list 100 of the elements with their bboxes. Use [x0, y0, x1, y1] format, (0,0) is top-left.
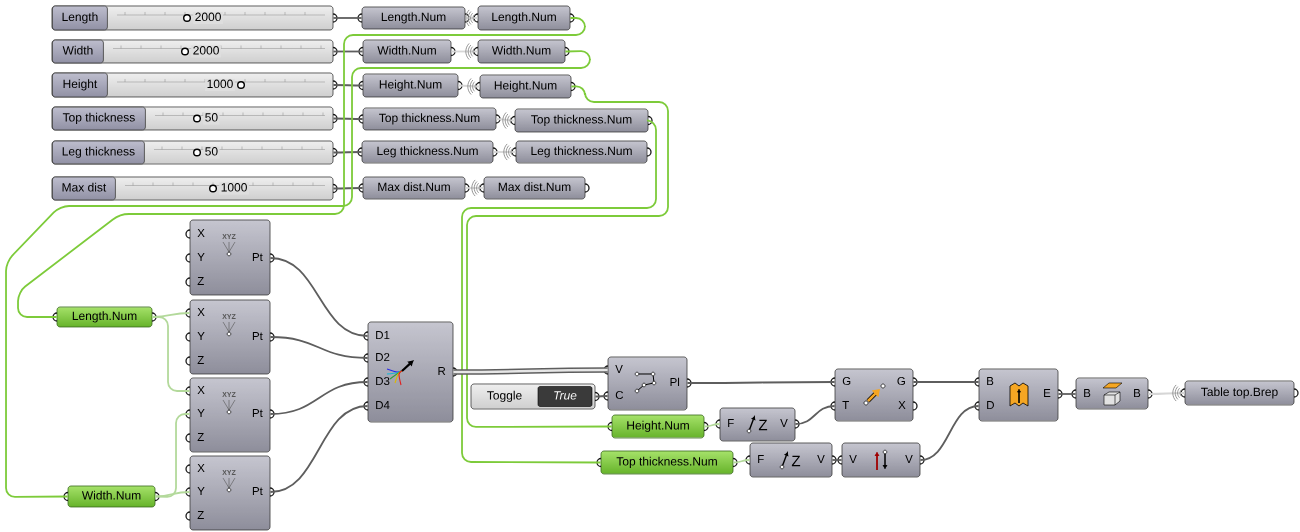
component-box — [974, 368, 1063, 422]
port-label: B — [1134, 389, 1141, 397]
number-slider — [51, 39, 338, 64]
wire — [912, 381, 980, 383]
port-label: V — [615, 365, 623, 373]
port-label: V — [780, 419, 788, 427]
wire — [1147, 392, 1186, 395]
parameter-box: Length.Num — [52, 306, 157, 328]
slider-label: Max dist — [52, 176, 116, 201]
component-box — [185, 219, 275, 296]
component-box — [715, 407, 800, 442]
wire — [831, 459, 843, 461]
wire — [703, 423, 721, 428]
wire — [332, 187, 364, 190]
parameter-box: Top thickness.Num — [510, 108, 653, 133]
wire — [154, 491, 191, 498]
slider-label: Width — [52, 39, 104, 64]
wire — [453, 367, 608, 375]
wire — [269, 381, 369, 415]
component-box — [363, 321, 458, 423]
port-label: D3 — [376, 376, 390, 386]
port-label: G — [842, 376, 851, 386]
component-box — [830, 368, 918, 422]
slider-value: 50 — [203, 146, 220, 159]
port-label: B — [1084, 389, 1091, 397]
wire — [332, 50, 364, 53]
parameter-box: Length.Num — [473, 5, 575, 31]
parameter-box: Width.Num — [473, 39, 570, 64]
wire — [464, 17, 479, 19]
parameter-box: Leg thickness.Num — [357, 140, 498, 164]
number-slider — [51, 140, 338, 165]
parameter-box: Max dist.Num — [479, 176, 590, 200]
icon-letter: Z — [791, 455, 801, 467]
parameter-box: Max dist.Num — [358, 176, 470, 200]
wire — [457, 84, 481, 88]
port-label: Pt — [252, 332, 263, 341]
wire — [461, 119, 657, 464]
port-label: T — [842, 401, 849, 409]
wire — [332, 117, 364, 120]
slider-value: 2000 — [193, 12, 223, 24]
component-box — [745, 442, 837, 478]
port-label: F — [728, 419, 734, 427]
port-label: Z — [197, 356, 204, 364]
slider-label: Length — [52, 5, 108, 31]
component-box — [837, 442, 925, 478]
wire — [495, 118, 516, 122]
slider-label: Top thickness — [52, 106, 146, 131]
icon-letter: Z — [758, 419, 768, 431]
port-label: Z — [197, 511, 204, 519]
slider-value: 2000 — [191, 45, 221, 58]
wire — [450, 50, 479, 53]
port-label: Y — [197, 409, 205, 417]
port-label: V — [817, 455, 825, 463]
port-label: Pt — [252, 409, 263, 418]
port-label: V — [905, 455, 913, 463]
port-label: Z — [197, 277, 204, 285]
component-box — [185, 377, 275, 453]
parameter-box: Top thickness.Num — [596, 450, 738, 475]
slider-value: 1000 — [219, 182, 249, 195]
port-label: Pt — [252, 487, 263, 496]
slider-value: 50 — [203, 112, 220, 125]
component-box — [185, 299, 275, 375]
wire — [794, 405, 836, 425]
number-slider — [51, 5, 338, 31]
wire — [151, 316, 191, 392]
port-label: E — [1044, 389, 1051, 397]
port-label: Z — [197, 433, 204, 441]
parameter-box: Length.Num — [357, 6, 470, 30]
wire — [466, 85, 669, 428]
number-slider — [51, 106, 338, 131]
port-label: X — [197, 308, 205, 316]
component-box — [603, 356, 692, 411]
wire — [332, 151, 363, 154]
toggle-value: True — [537, 386, 593, 407]
port-label: Pt — [252, 253, 263, 262]
wire — [1057, 393, 1077, 395]
toggle-switch — [470, 383, 600, 410]
wire — [17, 17, 586, 318]
number-slider — [51, 72, 338, 98]
parameter-box: Width.Num — [63, 485, 160, 508]
parameter-box: Height.Num — [607, 414, 709, 439]
port-label: D4 — [376, 401, 390, 409]
wire — [269, 405, 369, 493]
port-label: C — [615, 390, 624, 400]
component-box — [185, 455, 275, 531]
wire — [332, 84, 364, 87]
slider-label: Height — [52, 72, 108, 98]
port-label: X — [197, 464, 205, 472]
port-label: Y — [197, 332, 205, 340]
port-label: Y — [197, 487, 205, 495]
port-label: X — [898, 401, 906, 409]
parameter-box: Width.Num — [358, 39, 456, 64]
port-label: D — [987, 401, 994, 409]
port-label: Pl — [670, 377, 680, 386]
port-label: D1 — [376, 331, 390, 339]
component-box — [1071, 377, 1153, 410]
parameter-box: Leg thickness.Num — [511, 140, 652, 164]
wire — [332, 17, 363, 19]
slider-label: Leg thickness — [52, 140, 145, 165]
port-label: D2 — [376, 352, 390, 361]
